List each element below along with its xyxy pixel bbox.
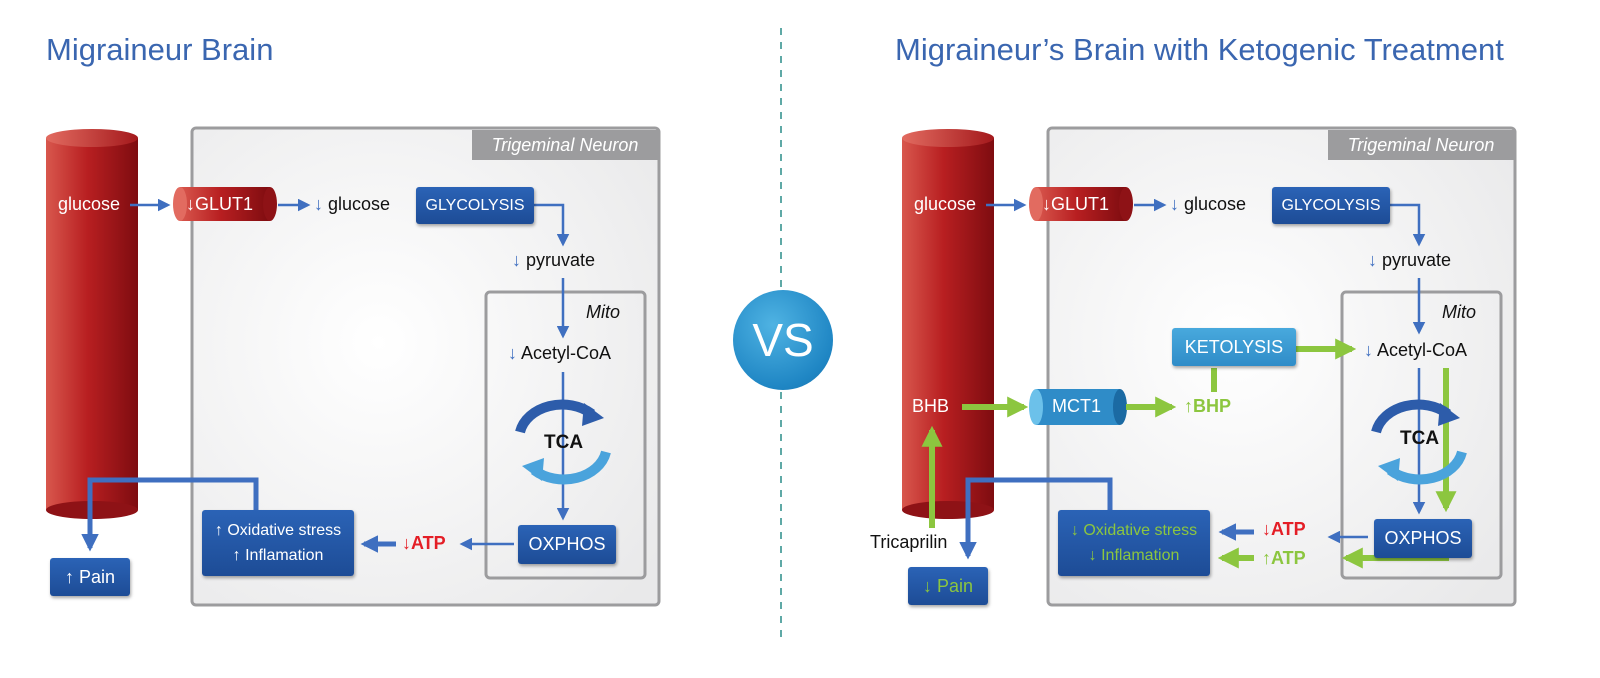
right-blood-vessel <box>902 129 994 519</box>
left-tca-cycle <box>515 399 611 485</box>
right-acetyl-coa: ↓ Acetyl-CoA <box>1364 340 1468 360</box>
up-arrow-icon: ↑ <box>1262 548 1271 568</box>
right-atp-up: ↑ATP <box>1262 548 1306 568</box>
left-stress-box: ↑ Oxidative stress ↑ Inflamation <box>202 510 354 576</box>
left-glut1-label: ↓GLUT1 <box>186 194 254 214</box>
left-inflammation: ↑ Inflamation <box>232 547 324 564</box>
right-neuron-frame <box>1046 126 1517 607</box>
down-arrow-icon: ↓ <box>1170 194 1179 214</box>
right-title: Migraineur’s Brain with Ketogenic Treatm… <box>895 32 1504 67</box>
right-tca-cycle <box>1371 399 1467 485</box>
right-ketolysis-box: KETOLYSIS <box>1172 328 1296 366</box>
up-arrow-icon: ↑ <box>1184 396 1193 416</box>
right-glut1-label: ↓GLUT1 <box>1042 194 1110 214</box>
down-arrow-icon: ↓ <box>1364 340 1373 360</box>
left-title: Migraineur Brain <box>46 32 274 67</box>
right-arrow-stress-pain <box>959 477 1113 560</box>
right-oxidative-stress: ↓ Oxidative stress <box>1070 522 1198 539</box>
right-glucose-in: glucose <box>914 194 977 214</box>
left-tca-label: TCA <box>544 432 584 453</box>
down-arrow-icon: ↓ <box>1070 522 1079 539</box>
left-glut1-cylinder <box>173 187 277 221</box>
up-arrow-icon: ↑ <box>214 522 223 539</box>
vs-badge: VS <box>733 290 833 390</box>
down-arrow-icon: ↓ <box>1262 519 1271 539</box>
left-atp: ↓ATP <box>402 533 446 553</box>
left-neuron-frame <box>190 126 661 607</box>
down-arrow-icon: ↓ <box>1368 250 1377 270</box>
left-mito-label: Mito <box>586 302 621 322</box>
left-oxphos-box: OXPHOS <box>518 525 616 564</box>
right-glut1-cylinder <box>1029 187 1133 221</box>
right-atp-down: ↓ATP <box>1262 519 1306 539</box>
up-arrow-icon: ↑ <box>232 547 241 564</box>
left-pain-box: ↑ Pain <box>50 558 130 596</box>
down-arrow-icon: ↓ <box>1088 547 1097 564</box>
right-arrow-glycolysis-pyruvate <box>1390 203 1426 247</box>
left-pyruvate: ↓ pyruvate <box>512 250 596 270</box>
left-arrow-glycolysis-pyruvate <box>534 203 570 247</box>
right-stress-box: ↓ Oxidative stress ↓ Inflamation <box>1058 510 1210 576</box>
down-arrow-icon: ↓ <box>512 250 521 270</box>
left-glucose-in: glucose <box>58 194 121 214</box>
right-mito-label: Mito <box>1442 302 1477 322</box>
right-glycolysis-box: GLYCOLYSIS <box>1272 187 1390 224</box>
right-bhb-label: BHB <box>912 396 950 416</box>
right-neuron-label: Trigeminal Neuron <box>1328 130 1514 160</box>
down-arrow-icon: ↓ <box>186 194 195 214</box>
left-neuron-label: Trigeminal Neuron <box>472 130 658 160</box>
right-inflammation: ↓ Inflamation <box>1088 547 1180 564</box>
right-pyruvate: ↓ pyruvate <box>1368 250 1452 270</box>
right-mct1-label: MCT1 <box>1052 396 1101 416</box>
down-arrow-icon: ↓ <box>402 533 411 553</box>
left-acetyl-coa: ↓ Acetyl-CoA <box>508 343 612 363</box>
down-arrow-icon: ↓ <box>508 343 517 363</box>
right-glucose-reduced: ↓ glucose <box>1170 194 1247 214</box>
up-arrow-icon: ↑ <box>64 566 74 587</box>
down-arrow-icon: ↓ <box>1042 194 1051 214</box>
down-arrow-icon: ↓ <box>314 194 323 214</box>
left-oxidative-stress: ↑ Oxidative stress <box>214 522 342 539</box>
right-pain-box: ↓ Pain <box>908 567 988 605</box>
left-arrow-stress-pain <box>81 477 259 552</box>
right-mct1-cylinder <box>1029 389 1127 425</box>
left-glycolysis-box: GLYCOLYSIS <box>416 187 534 224</box>
down-arrow-icon: ↓ <box>922 575 932 596</box>
left-glucose-reduced: ↓ glucose <box>314 194 391 214</box>
right-tricaprilin: Tricaprilin <box>870 532 948 552</box>
right-tca-label: TCA <box>1400 428 1440 449</box>
left-blood-vessel <box>46 129 138 519</box>
right-bhp-label: ↑BHP <box>1184 396 1232 416</box>
right-oxphos-box: OXPHOS <box>1374 519 1472 558</box>
